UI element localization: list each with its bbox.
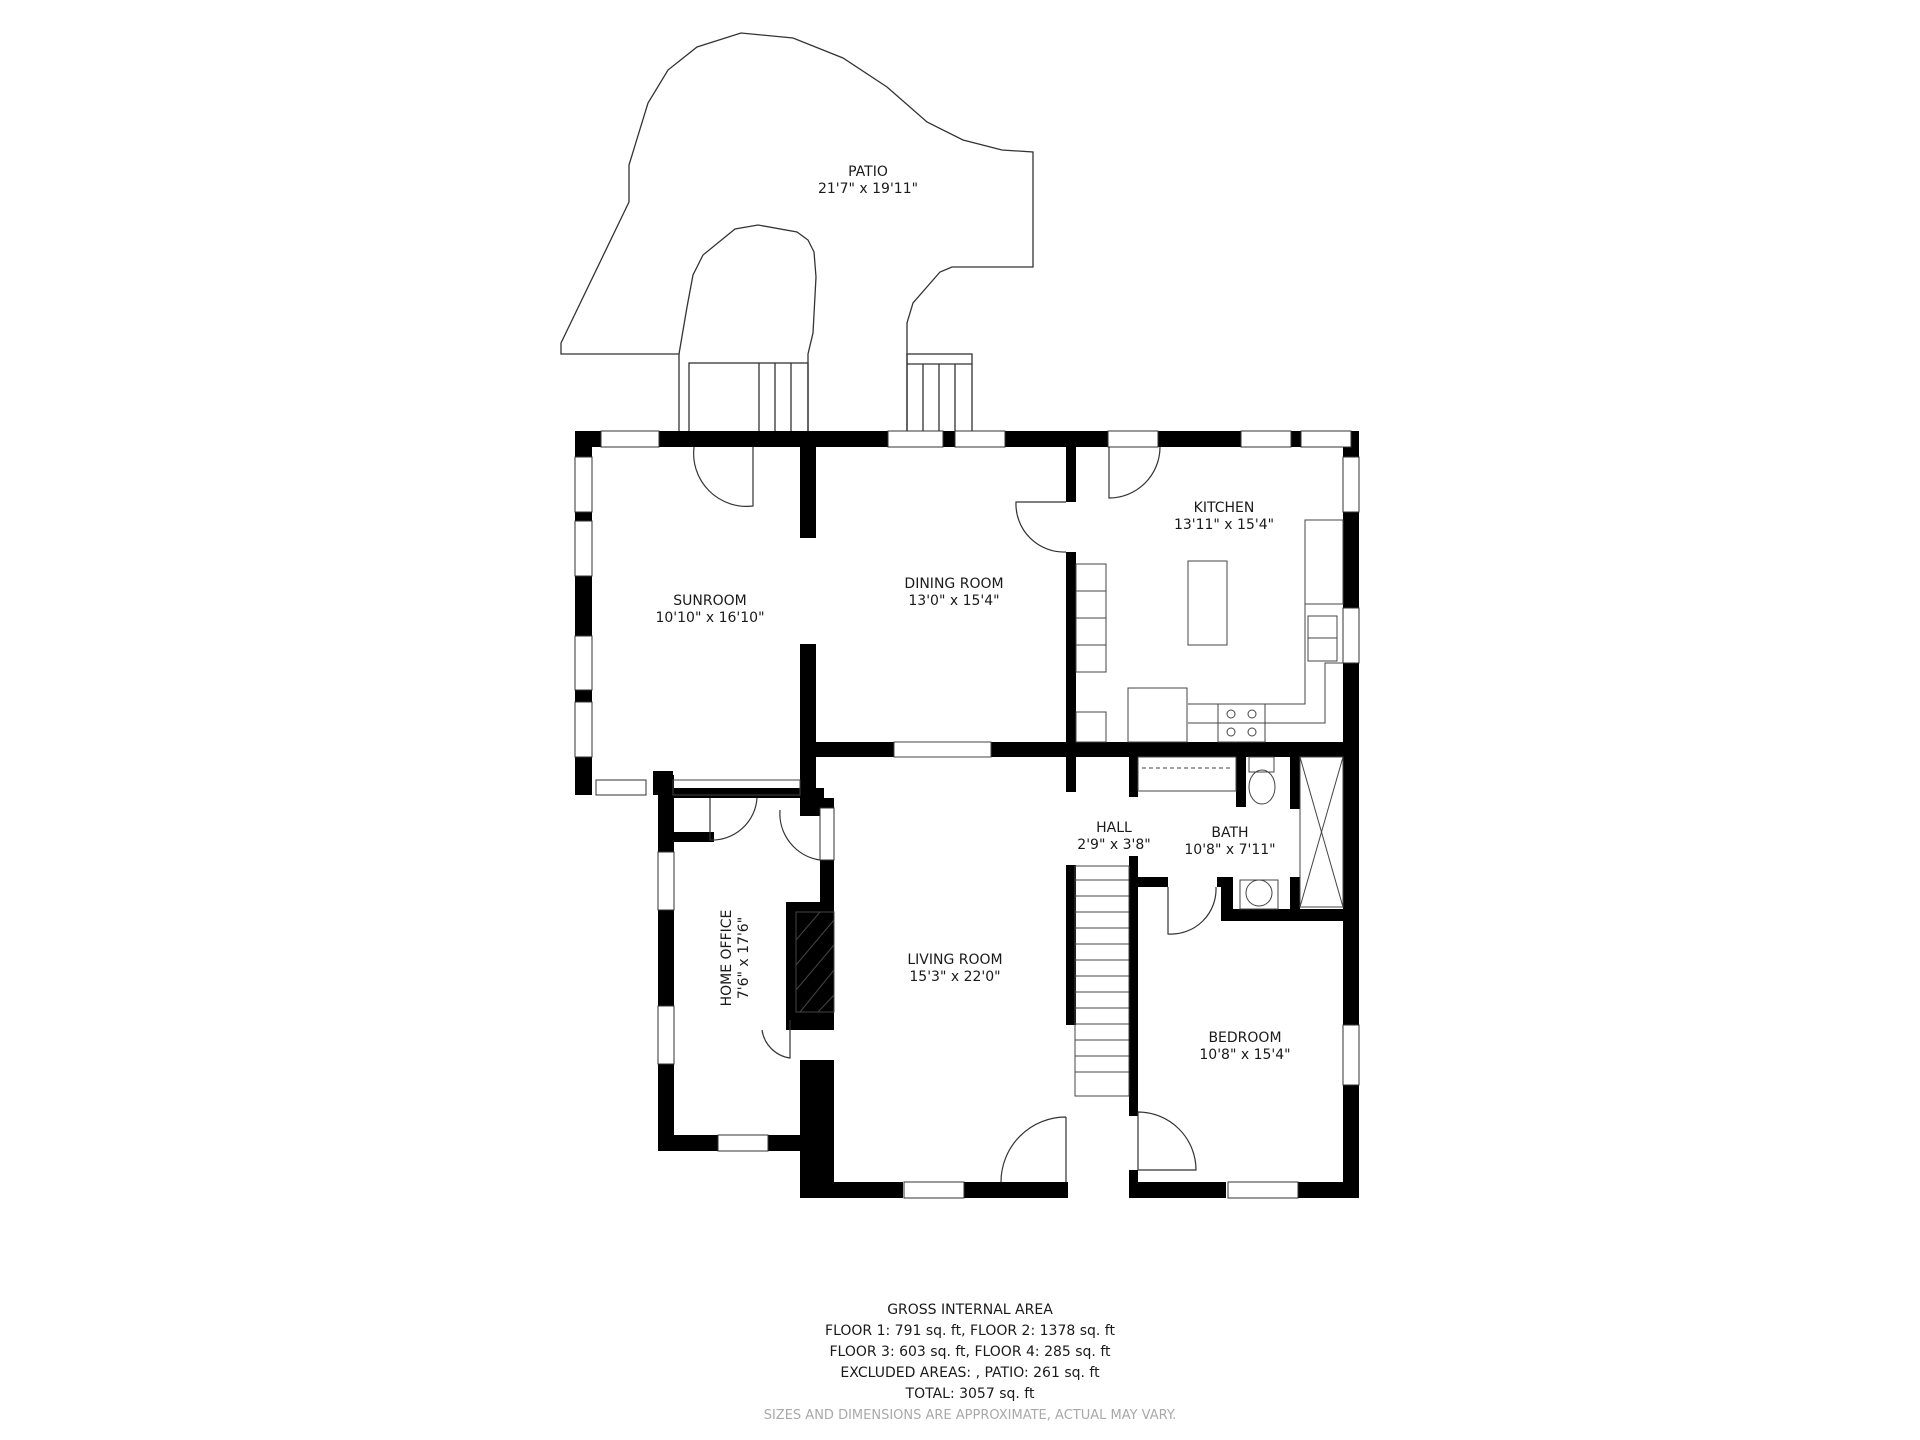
room-dimensions: 10'8" x 7'11" bbox=[1184, 842, 1276, 858]
summary-floors-1-2: FLOOR 1: 791 sq. ft, FLOOR 2: 1378 sq. f… bbox=[825, 1323, 1115, 1339]
fixtures bbox=[672, 519, 1344, 1097]
doors bbox=[693, 446, 1217, 1183]
walls bbox=[575, 431, 1359, 1198]
kitchen-island bbox=[1187, 560, 1228, 646]
room-label-bedroom: BEDROOM 10'8" x 15'4" bbox=[1199, 1030, 1290, 1064]
area-summary: GROSS INTERNAL AREA FLOOR 1: 791 sq. ft,… bbox=[0, 1300, 1920, 1426]
room-dimensions: 10'8" x 15'4" bbox=[1199, 1047, 1291, 1063]
patio-outline bbox=[560, 32, 1034, 433]
room-name: HALL bbox=[1096, 820, 1132, 836]
room-dimensions: 13'11" x 15'4" bbox=[1173, 517, 1275, 533]
room-dimensions: 2'9" x 3'8" bbox=[1077, 837, 1151, 853]
summary-floors-3-4: FLOOR 3: 603 sq. ft, FLOOR 4: 285 sq. ft bbox=[829, 1344, 1111, 1360]
room-name: KITCHEN bbox=[1193, 500, 1255, 516]
room-dimensions: 21'7" x 19'11" bbox=[817, 181, 919, 197]
windows bbox=[574, 430, 1360, 1199]
room-label-bath: BATH 10'8" x 7'11" bbox=[1184, 825, 1275, 859]
room-name: BEDROOM bbox=[1208, 1030, 1282, 1046]
room-name: DINING ROOM bbox=[904, 576, 1004, 592]
room-dimensions: 13'0" x 15'4" bbox=[908, 593, 1000, 609]
summary-title: GROSS INTERNAL AREA bbox=[887, 1302, 1053, 1318]
summary-excluded: EXCLUDED AREAS: , PATIO: 261 sq. ft bbox=[840, 1365, 1100, 1381]
room-dimensions: 15'3" x 22'0" bbox=[909, 969, 1001, 985]
room-label-sunroom: SUNROOM 10'10" x 16'10" bbox=[655, 593, 764, 627]
disclaimer: SIZES AND DIMENSIONS ARE APPROXIMATE, AC… bbox=[763, 1408, 1177, 1423]
room-label-kitchen: KITCHEN 13'11" x 15'4" bbox=[1174, 500, 1274, 534]
room-name: LIVING ROOM bbox=[907, 952, 1003, 968]
room-label-dining-room: DINING ROOM 13'0" x 15'4" bbox=[904, 576, 1003, 610]
room-name: PATIO bbox=[848, 164, 888, 180]
room-name: BATH bbox=[1211, 825, 1249, 841]
room-name: HOME OFFICE bbox=[719, 909, 735, 1007]
room-label-patio: PATIO 21'7" x 19'11" bbox=[818, 164, 918, 198]
summary-total: TOTAL: 3057 sq. ft bbox=[905, 1386, 1035, 1402]
room-dimensions: 10'10" x 16'10" bbox=[655, 610, 765, 626]
room-label-hall: HALL 2'9" x 3'8" bbox=[1077, 820, 1150, 854]
room-label-home-office: HOME OFFICE 7'6" x 17'6" bbox=[719, 910, 753, 1007]
room-label-living-room: LIVING ROOM 15'3" x 22'0" bbox=[907, 952, 1002, 986]
room-dimensions: 7'6" x 17'6" bbox=[736, 916, 752, 1000]
room-name: SUNROOM bbox=[673, 593, 747, 609]
